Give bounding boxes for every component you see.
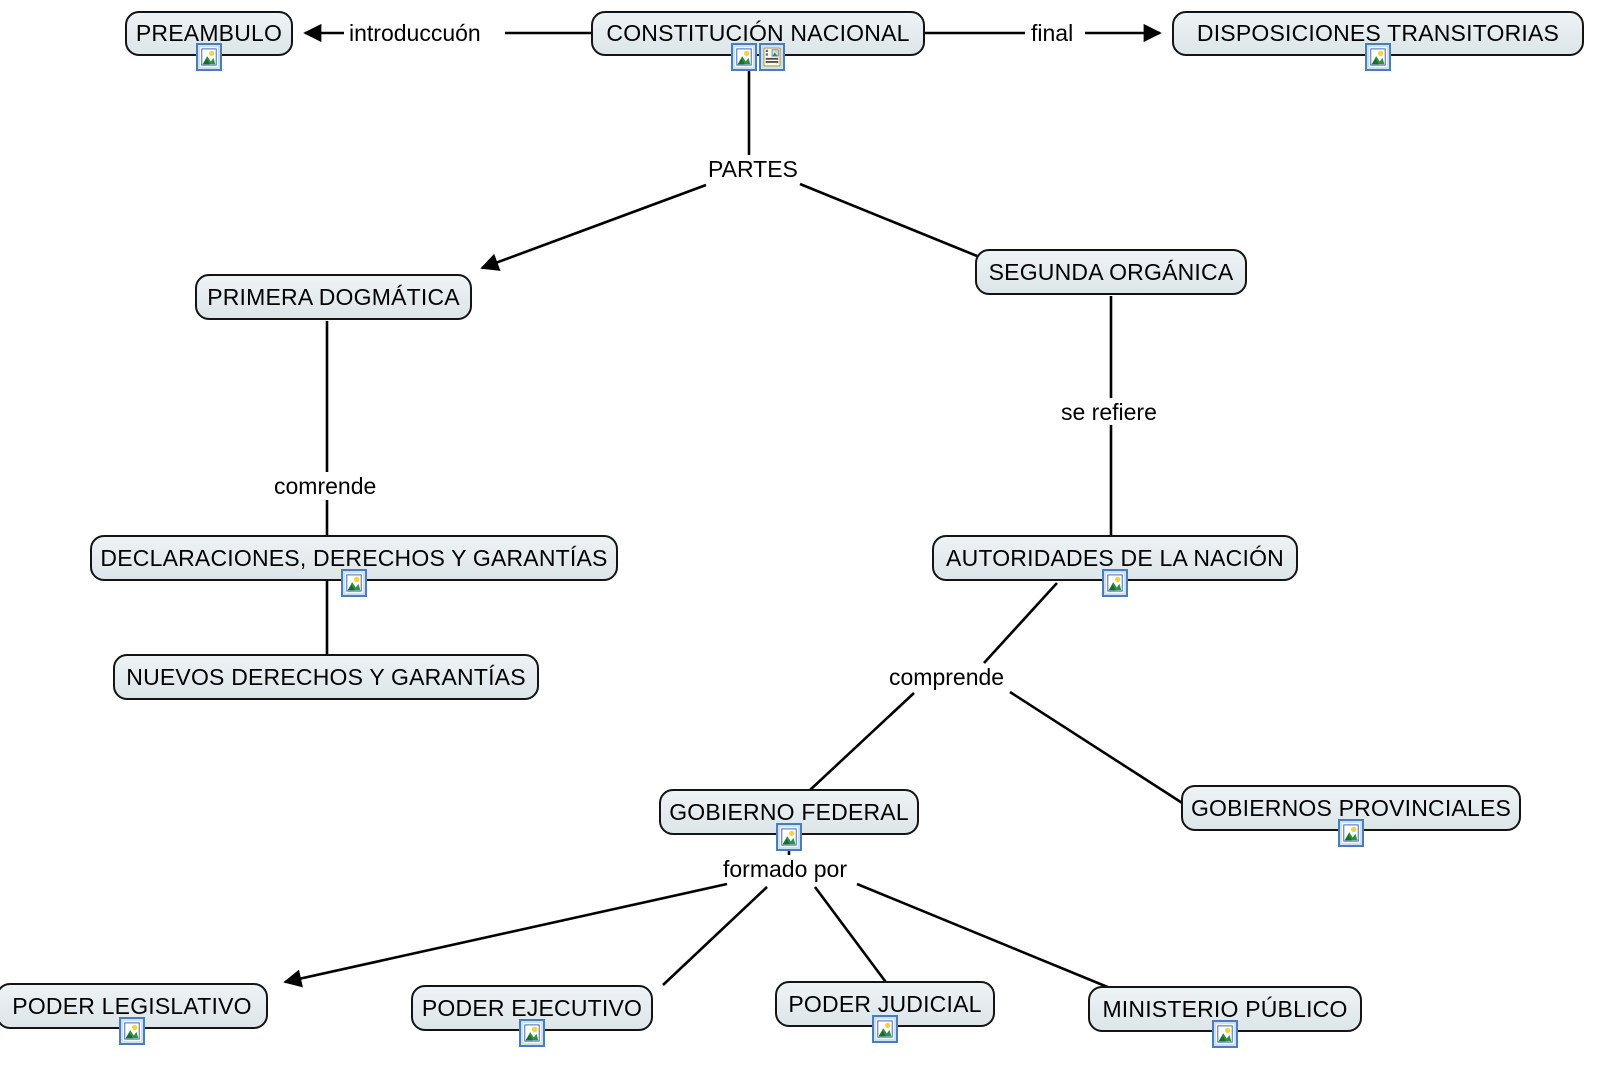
icon-tray [1338, 819, 1364, 847]
node-poder-ejecutivo[interactable]: PODER EJECUTIVO [411, 985, 653, 1047]
edge-formadopor-legislativo [283, 882, 728, 988]
edge-comprende-gobiernosprov [1009, 690, 1191, 810]
node-label: SEGUNDA ORGÁNICA [988, 258, 1234, 285]
image-icon[interactable] [1102, 569, 1128, 597]
icon-tray [1365, 43, 1391, 71]
node-disposiciones-transitorias[interactable]: DISPOSICIONES TRANSITORIAS [1172, 11, 1584, 71]
icon-tray [872, 1015, 898, 1043]
node-label: DECLARACIONES, DERECHOS Y GARANTÍAS [100, 544, 608, 571]
node-poder-judicial[interactable]: PODER JUDICIAL [775, 981, 995, 1043]
image-icon[interactable] [872, 1015, 898, 1043]
node-label: PODER LEGISLATIVO [12, 992, 252, 1019]
icon-tray [776, 823, 802, 851]
node-label: PREAMBULO [135, 20, 283, 46]
edge-autoridades-comprende [983, 582, 1058, 664]
image-icon[interactable] [119, 1017, 145, 1045]
node-label: DISPOSICIONES TRANSITORIAS [1196, 20, 1560, 46]
icon-tray [1102, 569, 1128, 597]
node-ministerio-publico[interactable]: MINISTERIO PÚBLICO [1088, 986, 1362, 1048]
node-nuevos-derechos-garantias[interactable]: NUEVOS DERECHOS Y GARANTÍAS [113, 654, 539, 700]
image-icon[interactable] [731, 43, 757, 71]
node-label: AUTORIDADES DE LA NACIÓN [946, 544, 1284, 571]
image-icon[interactable] [776, 823, 802, 851]
node-poder-legislativo[interactable]: PODER LEGISLATIVO [0, 983, 268, 1045]
node-gobiernos-provinciales[interactable]: GOBIERNOS PROVINCIALES [1181, 785, 1521, 847]
node-label: MINISTERIO PÚBLICO [1102, 995, 1348, 1022]
image-icon[interactable] [1365, 43, 1391, 71]
node-label: PRIMERA DOGMÁTICA [207, 283, 460, 310]
image-icon[interactable] [519, 1019, 545, 1047]
node-constitucion-nacional[interactable]: CONSTITUCIÓN NACIONAL [591, 11, 925, 71]
node-autoridades-de-la-nacion[interactable]: AUTORIDADES DE LA NACIÓN [932, 535, 1298, 597]
icon-tray [1212, 1020, 1238, 1048]
image-icon[interactable] [1338, 819, 1364, 847]
node-segunda-organica[interactable]: SEGUNDA ORGÁNICA [975, 249, 1247, 295]
edge-label-se-refiere: se refiere [1056, 400, 1162, 424]
node-gobierno-federal[interactable]: GOBIERNO FEDERAL [659, 789, 919, 851]
node-preambulo[interactable]: PREAMBULO [125, 11, 293, 71]
node-label: PODER EJECUTIVO [421, 994, 643, 1021]
edge-label-formado-por: formado por [718, 857, 853, 881]
edge-label-partes: PARTES [703, 157, 803, 181]
node-label: CONSTITUCIÓN NACIONAL [606, 20, 910, 46]
edge-formadopor-ejecutivo [662, 886, 768, 986]
edge-label-final: final [1026, 21, 1079, 45]
image-icon[interactable] [1212, 1020, 1238, 1048]
edge-comprende-gobiernofederal [809, 692, 915, 791]
node-label: PODER JUDICIAL [788, 990, 982, 1017]
node-label: NUEVOS DERECHOS Y GARANTÍAS [126, 663, 526, 690]
edge-formadopor-ministerio [856, 882, 1111, 990]
edge-formadopor-judicial [813, 886, 890, 986]
icon-tray [119, 1017, 145, 1045]
edge-label-introduccuon: introduccuón [344, 21, 486, 45]
icon-tray [731, 43, 785, 71]
icon-tray [196, 43, 222, 71]
node-primera-dogmatica[interactable]: PRIMERA DOGMÁTICA [195, 274, 472, 320]
icon-tray [341, 569, 367, 597]
image-icon[interactable] [341, 569, 367, 597]
node-declaraciones-derechos-garantias[interactable]: DECLARACIONES, DERECHOS Y GARANTÍAS [90, 535, 618, 597]
node-label: GOBIERNO FEDERAL [669, 798, 909, 825]
icon-tray [519, 1019, 545, 1047]
edge-partes-primera [480, 183, 707, 271]
image-icon[interactable] [196, 43, 222, 71]
node-label: GOBIERNOS PROVINCIALES [1190, 794, 1512, 821]
edge-partes-segunda [799, 182, 978, 258]
document-icon[interactable] [759, 43, 785, 71]
edge-label-comrende: comrende [269, 474, 382, 498]
edge-label-comprende: comprende [884, 665, 1010, 689]
